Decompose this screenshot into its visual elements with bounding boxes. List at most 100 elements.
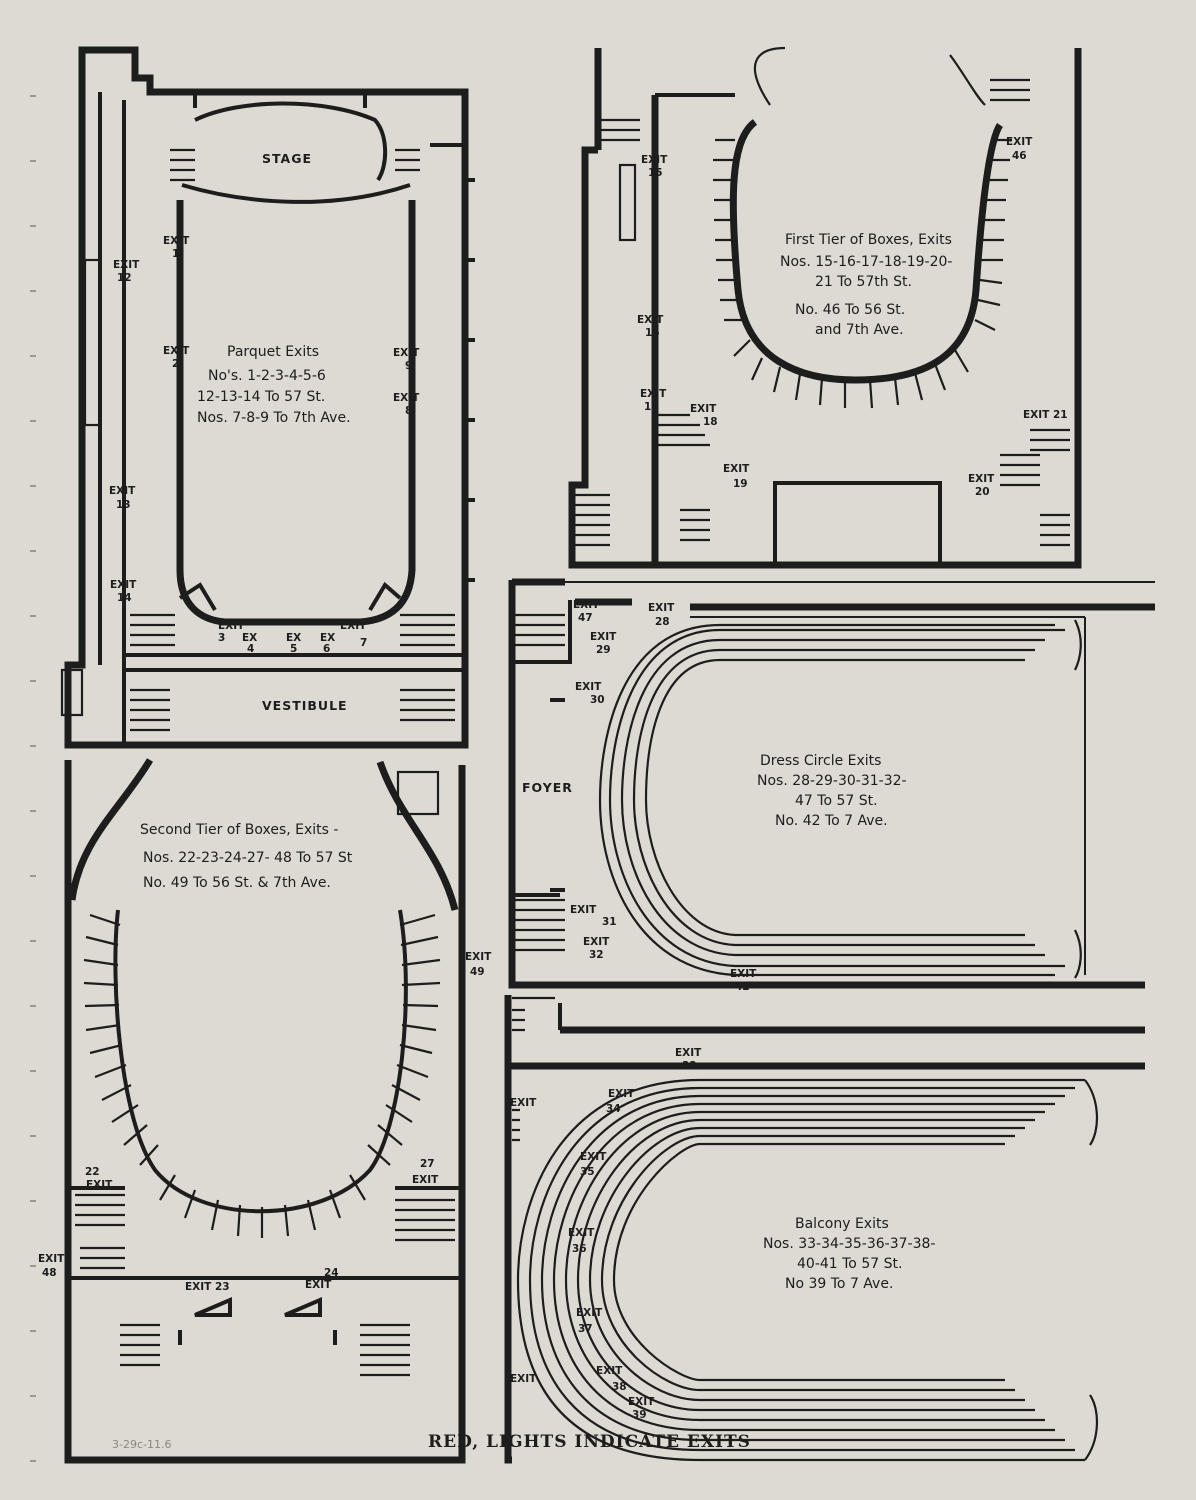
- exit-31: 31: [602, 916, 617, 928]
- exit-29: 29: [596, 644, 611, 656]
- exit-20: 20: [975, 486, 990, 498]
- exit-word: EXIT: [218, 620, 245, 632]
- exit-word: EXIT: [583, 936, 610, 948]
- exit-word: EXIT: [648, 602, 675, 614]
- exit-19: 19: [733, 478, 748, 490]
- parquet-exit-labels: EXIT 1 EXIT 2 EXIT 9 EXIT 8 EXIT 12 EXIT…: [109, 235, 420, 655]
- exit-word: EXIT: [576, 1307, 603, 1319]
- exit-word: EXIT: [628, 1396, 655, 1408]
- pencil-annotation: 3-29c-11.6: [112, 1438, 171, 1451]
- exit-18: 18: [703, 416, 718, 428]
- exit-word: EXIT: [690, 403, 717, 415]
- binding-marks: [30, 95, 36, 1462]
- exit-word: EXIT: [113, 259, 140, 271]
- exit-42: 42: [735, 981, 750, 993]
- exit-word: EXIT: [675, 1047, 702, 1059]
- exit-word: EXIT: [393, 347, 420, 359]
- exit-word: EXIT: [109, 485, 136, 497]
- dress-circle-line1: Nos. 28-29-30-31-32-: [757, 773, 907, 789]
- stage-label: STAGE: [262, 151, 312, 166]
- exit-38: 38: [612, 1381, 627, 1393]
- exit-word: EXIT: [590, 631, 617, 643]
- exit-33: 33: [682, 1060, 697, 1072]
- exit-word: EXIT: [730, 968, 757, 980]
- first-tier-line1: Nos. 15-16-17-18-19-20-: [780, 254, 952, 270]
- exit-5: 5: [290, 643, 297, 655]
- exit-48: 48: [42, 1267, 57, 1279]
- exit-3: 3: [218, 632, 225, 644]
- exit-word: EXIT: [570, 904, 597, 916]
- exit-word: EXIT: [163, 345, 190, 357]
- exit-word: EXIT: [412, 1174, 439, 1186]
- first-tier-title: First Tier of Boxes, Exits: [785, 232, 952, 248]
- balcony-line2: 40-41 To 57 St.: [797, 1256, 902, 1272]
- exit-word: EXIT: [580, 1151, 607, 1163]
- second-tier-boxes: [83, 913, 441, 1238]
- second-tier-title: Second Tier of Boxes, Exits -: [140, 822, 338, 838]
- balcony-line3: No 39 To 7 Ave.: [785, 1276, 893, 1292]
- balcony-title: Balcony Exits: [795, 1216, 889, 1232]
- exit-word: EXIT: [575, 681, 602, 693]
- exit-word: EXIT: [86, 1179, 113, 1191]
- exit-word: EXIT: [573, 599, 600, 611]
- balcony-line1: Nos. 33-34-35-36-37-38-: [763, 1236, 935, 1252]
- balcony-rows: [516, 1078, 1085, 1462]
- exit-word: EXIT: [608, 1088, 635, 1100]
- exit-37: 37: [578, 1323, 593, 1335]
- second-tier-line2: No. 49 To 56 St. & 7th Ave.: [143, 875, 331, 891]
- exit-15: 15: [648, 167, 663, 179]
- second-tier-plan: Second Tier of Boxes, Exits - Nos. 22-23…: [38, 758, 492, 1464]
- exit-word: EXIT: [723, 463, 750, 475]
- first-tier-line4: and 7th Ave.: [815, 322, 904, 338]
- parquet-title: Parquet Exits: [227, 344, 319, 360]
- ex-word: EX: [286, 632, 301, 644]
- exit-49: 49: [470, 966, 485, 978]
- exit-14: 14: [117, 592, 132, 604]
- exit-28: 28: [655, 616, 670, 628]
- first-tier-boxes: [713, 138, 1012, 409]
- exit-word: EXIT: [641, 154, 668, 166]
- exit-8: 8: [405, 405, 412, 417]
- exit-word: EXIT: [1006, 136, 1033, 148]
- exit-27: 27: [420, 1158, 435, 1170]
- exit-4: 4: [247, 643, 254, 655]
- parquet-line2: 12-13-14 To 57 St.: [197, 389, 325, 405]
- dress-circle-line2: 47 To 57 St.: [795, 793, 878, 809]
- second-tier-exit-labels: 22 EXIT 27 EXIT EXIT 48 EXIT 23 24 EXIT …: [38, 951, 492, 1293]
- first-tier-line2: 21 To 57th St.: [815, 274, 912, 290]
- exit-23: EXIT 23: [185, 1281, 230, 1293]
- dress-circle-title: Dress Circle Exits: [760, 753, 881, 769]
- balcony-plan: Balcony Exits Nos. 33-34-35-36-37-38- 40…: [504, 995, 1145, 1464]
- dress-circle-rows: [598, 619, 1082, 979]
- exit-7: 7: [360, 637, 367, 649]
- exit-word: EXIT: [305, 1279, 332, 1291]
- exit-word: EXIT: [637, 314, 664, 326]
- exit-21: EXIT 21: [1023, 409, 1068, 421]
- exit-6: 6: [323, 643, 330, 655]
- exit-word: EXIT: [340, 620, 367, 632]
- exit-34: 34: [606, 1103, 621, 1115]
- exit-word: EXIT: [510, 1097, 537, 1109]
- exit-46: 46: [1012, 150, 1027, 162]
- balcony-exit-labels: EXIT 33 EXIT EXIT 34 EXIT 35 EXIT 36 EXI…: [510, 1047, 702, 1421]
- footer-caption: RED, LIGHTS INDICATE EXITS: [428, 1432, 751, 1452]
- ex-word: EX: [320, 632, 335, 644]
- exit-word: EXIT: [510, 1373, 537, 1385]
- exit-24: 24: [324, 1267, 339, 1279]
- exit-22: 22: [85, 1166, 100, 1178]
- exit-2: 2: [172, 358, 179, 370]
- exit-16: 16: [645, 327, 660, 339]
- exit-36: 36: [572, 1243, 587, 1255]
- exit-32: 32: [589, 949, 604, 961]
- exit-word: EXIT: [968, 473, 995, 485]
- exit-word: EXIT: [393, 392, 420, 404]
- parquet-plan: STAGE VESTIBULE Parquet Exits No's. 1-2-…: [60, 46, 475, 749]
- exit-word: EXIT: [596, 1365, 623, 1377]
- exit-12: 12: [117, 272, 132, 284]
- parquet-line3: Nos. 7-8-9 To 7th Ave.: [197, 410, 351, 426]
- exit-13: 13: [116, 499, 131, 511]
- vestibule-label: VESTIBULE: [262, 698, 348, 713]
- exit-word: EXIT: [38, 1253, 65, 1265]
- exit-word: EXIT: [640, 388, 667, 400]
